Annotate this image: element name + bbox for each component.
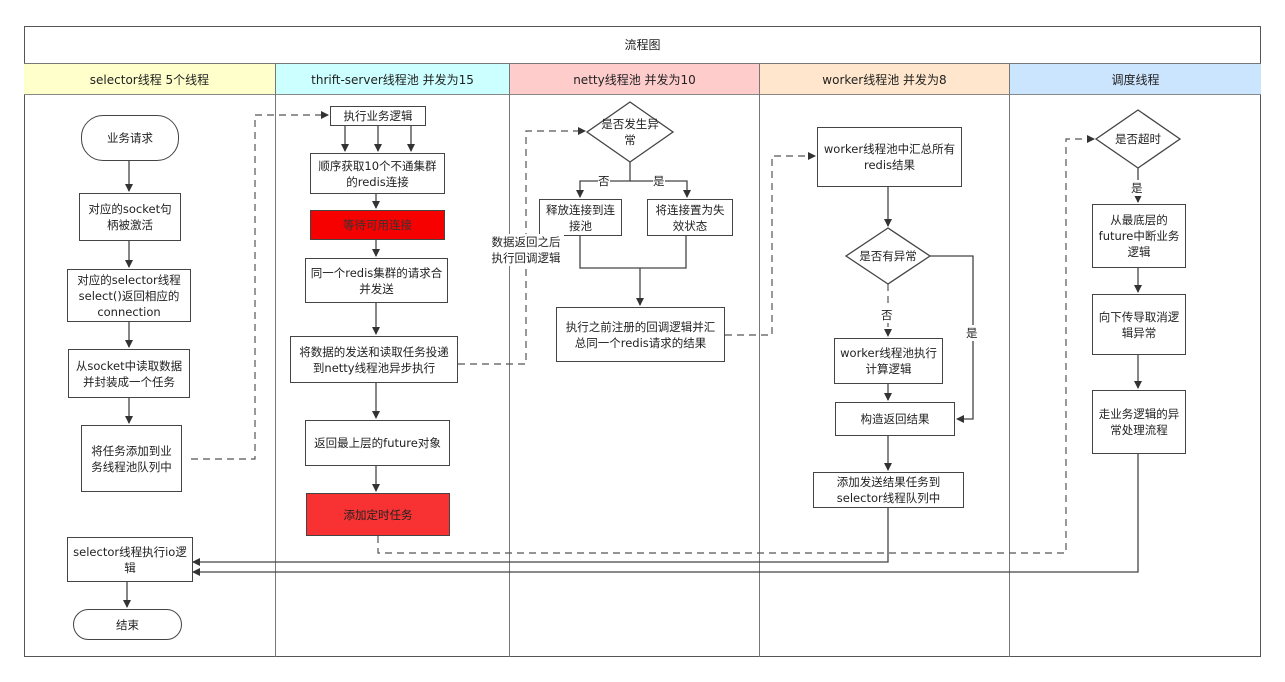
add-send-task-node: 添加发送结果任务到selector线程队列中 (813, 472, 964, 508)
exception-decision-label: 是否发生异常 (601, 117, 659, 147)
release-connection-node: 释放连接到连接池 (539, 199, 622, 236)
execute-business-logic-node: 执行业务逻辑 (330, 106, 426, 126)
end-node: 结束 (73, 609, 182, 640)
selector-io-node: selector线程执行io逻辑 (67, 537, 193, 582)
propagate-cancel-node: 向下传导取消逻辑异常 (1092, 294, 1186, 355)
lane-worker: worker线程池 并发为8 (760, 64, 1010, 657)
diagram-title: 流程图 (24, 26, 1261, 64)
build-result-node: 构造返回结果 (835, 402, 955, 436)
start-business-request: 业务请求 (81, 115, 179, 161)
wait-connection-node: 等待可用连接 (310, 210, 445, 240)
socket-activated-node: 对应的socket句柄被激活 (79, 193, 181, 241)
merge-requests-node: 同一个redis集群的请求合并发送 (305, 258, 448, 303)
add-timer-task-node: 添加定时任务 (306, 493, 450, 536)
lane-selector: selector线程 5个线程 (24, 64, 276, 657)
yes-branch-label: 是 (653, 173, 665, 189)
lane-thrift-server: thrift-server线程池 并发为15 (276, 64, 510, 657)
interrupt-future-node: 从最底层的future中断业务逻辑 (1092, 204, 1186, 268)
lane-header-selector: selector线程 5个线程 (24, 64, 275, 95)
aggregate-redis-results-node: worker线程池中汇总所有redis结果 (817, 127, 962, 187)
callback-edge-label: 数据返回之后执行回调逻辑 (488, 234, 564, 266)
lane-header-netty: netty线程池 并发为10 (510, 64, 759, 95)
select-returns-connection-node: 对应的selector线程select()返回相应的connection (67, 269, 191, 322)
lane-header-scheduler: 调度线程 (1010, 64, 1261, 95)
has-exception-decision-label: 是否有异常 (859, 249, 917, 263)
lane-scheduler: 调度线程 (1010, 64, 1261, 657)
worker-compute-node: worker线程池执行计算逻辑 (834, 338, 943, 384)
exception-handling-node: 走业务逻辑的异常处理流程 (1092, 390, 1186, 454)
dispatch-to-netty-node: 将数据的发送和读取任务投递到netty线程池异步执行 (290, 336, 458, 383)
execute-callback-node: 执行之前注册的回调逻辑并汇总同一个redis请求的结果 (556, 307, 725, 362)
get-redis-connections-node: 顺序获取10个不通集群的redis连接 (310, 153, 445, 194)
invalidate-connection-node: 将连接置为失效状态 (647, 199, 733, 236)
timeout-decision-label: 是否超时 (1115, 132, 1161, 146)
swimlane-pool (24, 26, 1261, 657)
no-branch-label: 否 (881, 307, 893, 323)
yes-branch-label: 是 (1131, 180, 1143, 196)
lane-header-thrift-server: thrift-server线程池 并发为15 (276, 64, 509, 95)
yes-branch-label: 是 (966, 325, 978, 341)
lane-header-worker: worker线程池 并发为8 (760, 64, 1009, 95)
lane-netty: netty线程池 并发为10 (510, 64, 760, 657)
read-socket-data-node: 从socket中读取数据并封装成一个任务 (68, 349, 190, 398)
return-future-node: 返回最上层的future对象 (305, 420, 450, 466)
no-branch-label: 否 (598, 173, 610, 189)
add-to-business-queue-node: 将任务添加到业务线程池队列中 (81, 425, 182, 492)
